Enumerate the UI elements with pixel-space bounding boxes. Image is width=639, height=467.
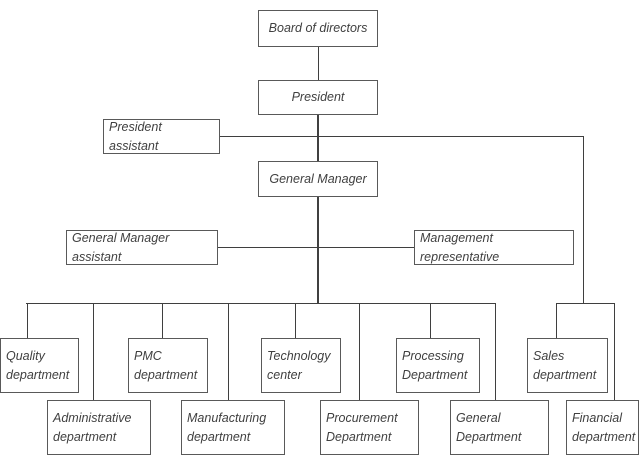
node-processing-department[interactable]: Processing Department	[396, 338, 480, 393]
node-label-quality-department: Quality department	[6, 349, 70, 382]
node-sales-department[interactable]: Sales department	[527, 338, 608, 393]
drop-general-department	[495, 303, 496, 400]
drop-pmc-department	[162, 303, 163, 338]
node-label-president-assistant: President assistant	[109, 120, 162, 153]
drop-administrative-department	[93, 303, 94, 400]
department-bus-main	[26, 303, 496, 304]
node-procurement-department[interactable]: Procurement Department	[320, 400, 419, 455]
node-label-manufacturing-department: Manufacturing department	[187, 411, 267, 444]
node-administrative-department[interactable]: Administrative department	[47, 400, 151, 455]
node-general-department[interactable]: General Department	[450, 400, 549, 455]
node-pmc-department[interactable]: PMC department	[128, 338, 208, 393]
connector-general-manager-trunk	[317, 196, 319, 304]
connector-president-to-general-manager	[317, 114, 319, 162]
drop-technology-center	[295, 303, 296, 338]
node-label-president: President	[291, 90, 345, 105]
node-label-procurement-department: Procurement Department	[326, 411, 398, 444]
connector-board-to-president	[318, 46, 319, 81]
node-label-administrative-department: Administrative department	[53, 411, 132, 444]
node-manufacturing-department[interactable]: Manufacturing department	[181, 400, 285, 455]
node-label-general-manager: General Manager	[269, 171, 367, 186]
drop-quality-department	[27, 303, 28, 338]
node-label-financial-department: Financial department	[572, 411, 636, 444]
connector-management-representative-horizontal	[318, 247, 414, 248]
connector-president-assistant-vertical	[583, 136, 584, 303]
node-label-board-of-directors: Board of directors	[268, 21, 368, 36]
node-label-technology-center: Technology center	[267, 349, 331, 382]
node-general-manager-assistant[interactable]: General Manager assistant	[66, 230, 218, 265]
node-label-general-manager-assistant: General Manager assistant	[72, 231, 170, 264]
node-management-representative[interactable]: Management representative	[414, 230, 574, 265]
drop-financial-department	[614, 303, 615, 400]
node-label-sales-department: Sales department	[533, 349, 597, 382]
department-bus-right	[556, 303, 615, 304]
connector-president-assistant-horizontal	[220, 136, 583, 137]
node-technology-center[interactable]: Technology center	[261, 338, 341, 393]
node-president[interactable]: President	[258, 80, 378, 115]
drop-procurement-department	[359, 303, 360, 400]
drop-manufacturing-department	[228, 303, 229, 400]
node-president-assistant[interactable]: President assistant	[103, 119, 220, 154]
node-financial-department[interactable]: Financial department	[566, 400, 639, 455]
drop-processing-department	[430, 303, 431, 338]
connector-gm-assistant-horizontal	[218, 247, 319, 248]
node-label-management-representative: Management representative	[420, 231, 500, 264]
node-label-pmc-department: PMC department	[134, 349, 198, 382]
node-quality-department[interactable]: Quality department	[0, 338, 79, 393]
drop-sales-department	[556, 303, 557, 338]
node-label-general-department: General Department	[456, 411, 522, 444]
node-general-manager[interactable]: General Manager	[258, 161, 378, 197]
node-label-processing-department: Processing Department	[402, 349, 468, 382]
node-board-of-directors[interactable]: Board of directors	[258, 10, 378, 47]
